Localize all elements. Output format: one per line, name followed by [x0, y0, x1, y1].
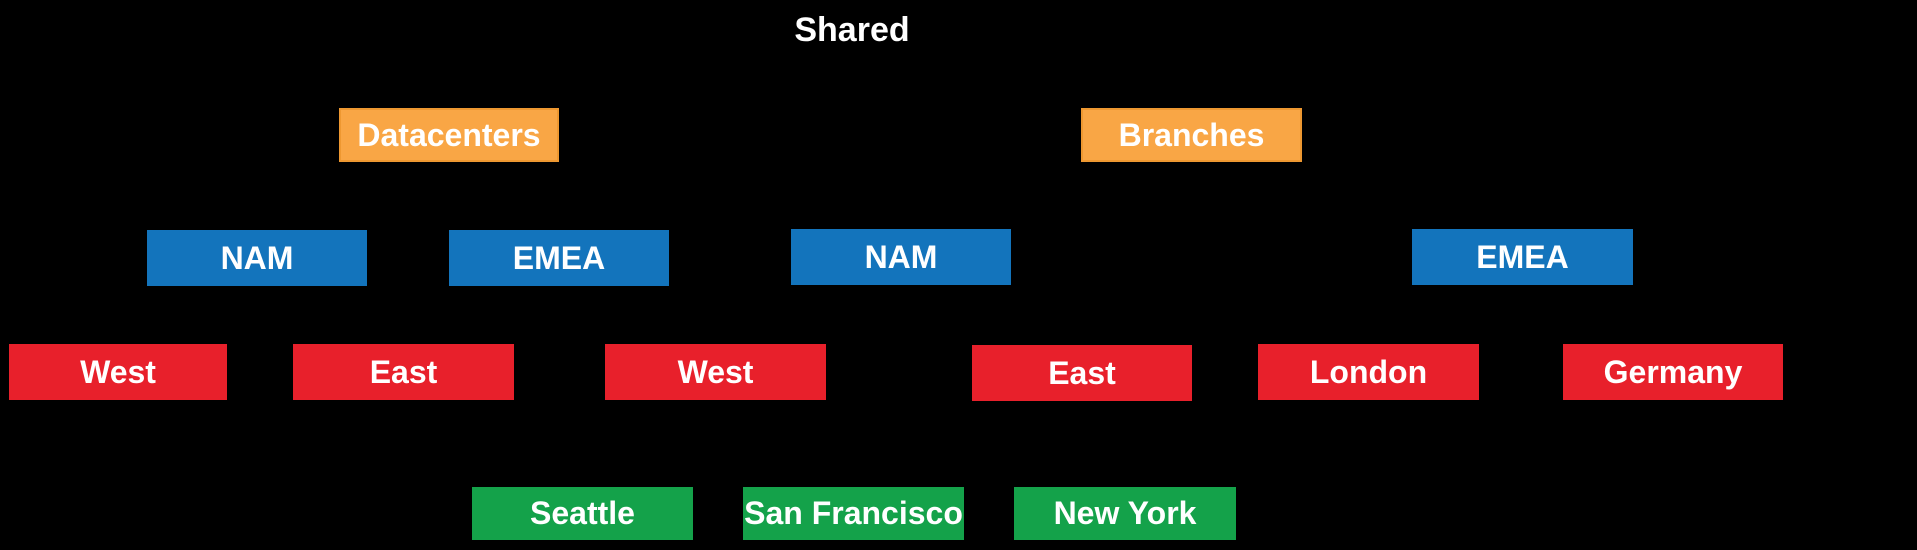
node-london: London: [1258, 344, 1479, 400]
node-west-1: West: [9, 344, 227, 400]
node-new-york: New York: [1014, 487, 1236, 540]
node-germany: Germany: [1563, 344, 1783, 400]
root-node-shared: Shared: [794, 11, 910, 49]
node-datacenters: Datacenters: [339, 108, 559, 162]
node-nam-datacenters: NAM: [147, 230, 367, 286]
node-east-2: East: [972, 345, 1192, 401]
node-west-2: West: [605, 344, 826, 400]
node-seattle: Seattle: [472, 487, 693, 540]
node-emea-datacenters: EMEA: [449, 230, 669, 286]
node-san-francisco: San Francisco: [743, 487, 964, 540]
node-emea-branches: EMEA: [1412, 229, 1633, 285]
node-east-1: East: [293, 344, 514, 400]
node-nam-branches: NAM: [791, 229, 1011, 285]
node-branches: Branches: [1081, 108, 1302, 162]
